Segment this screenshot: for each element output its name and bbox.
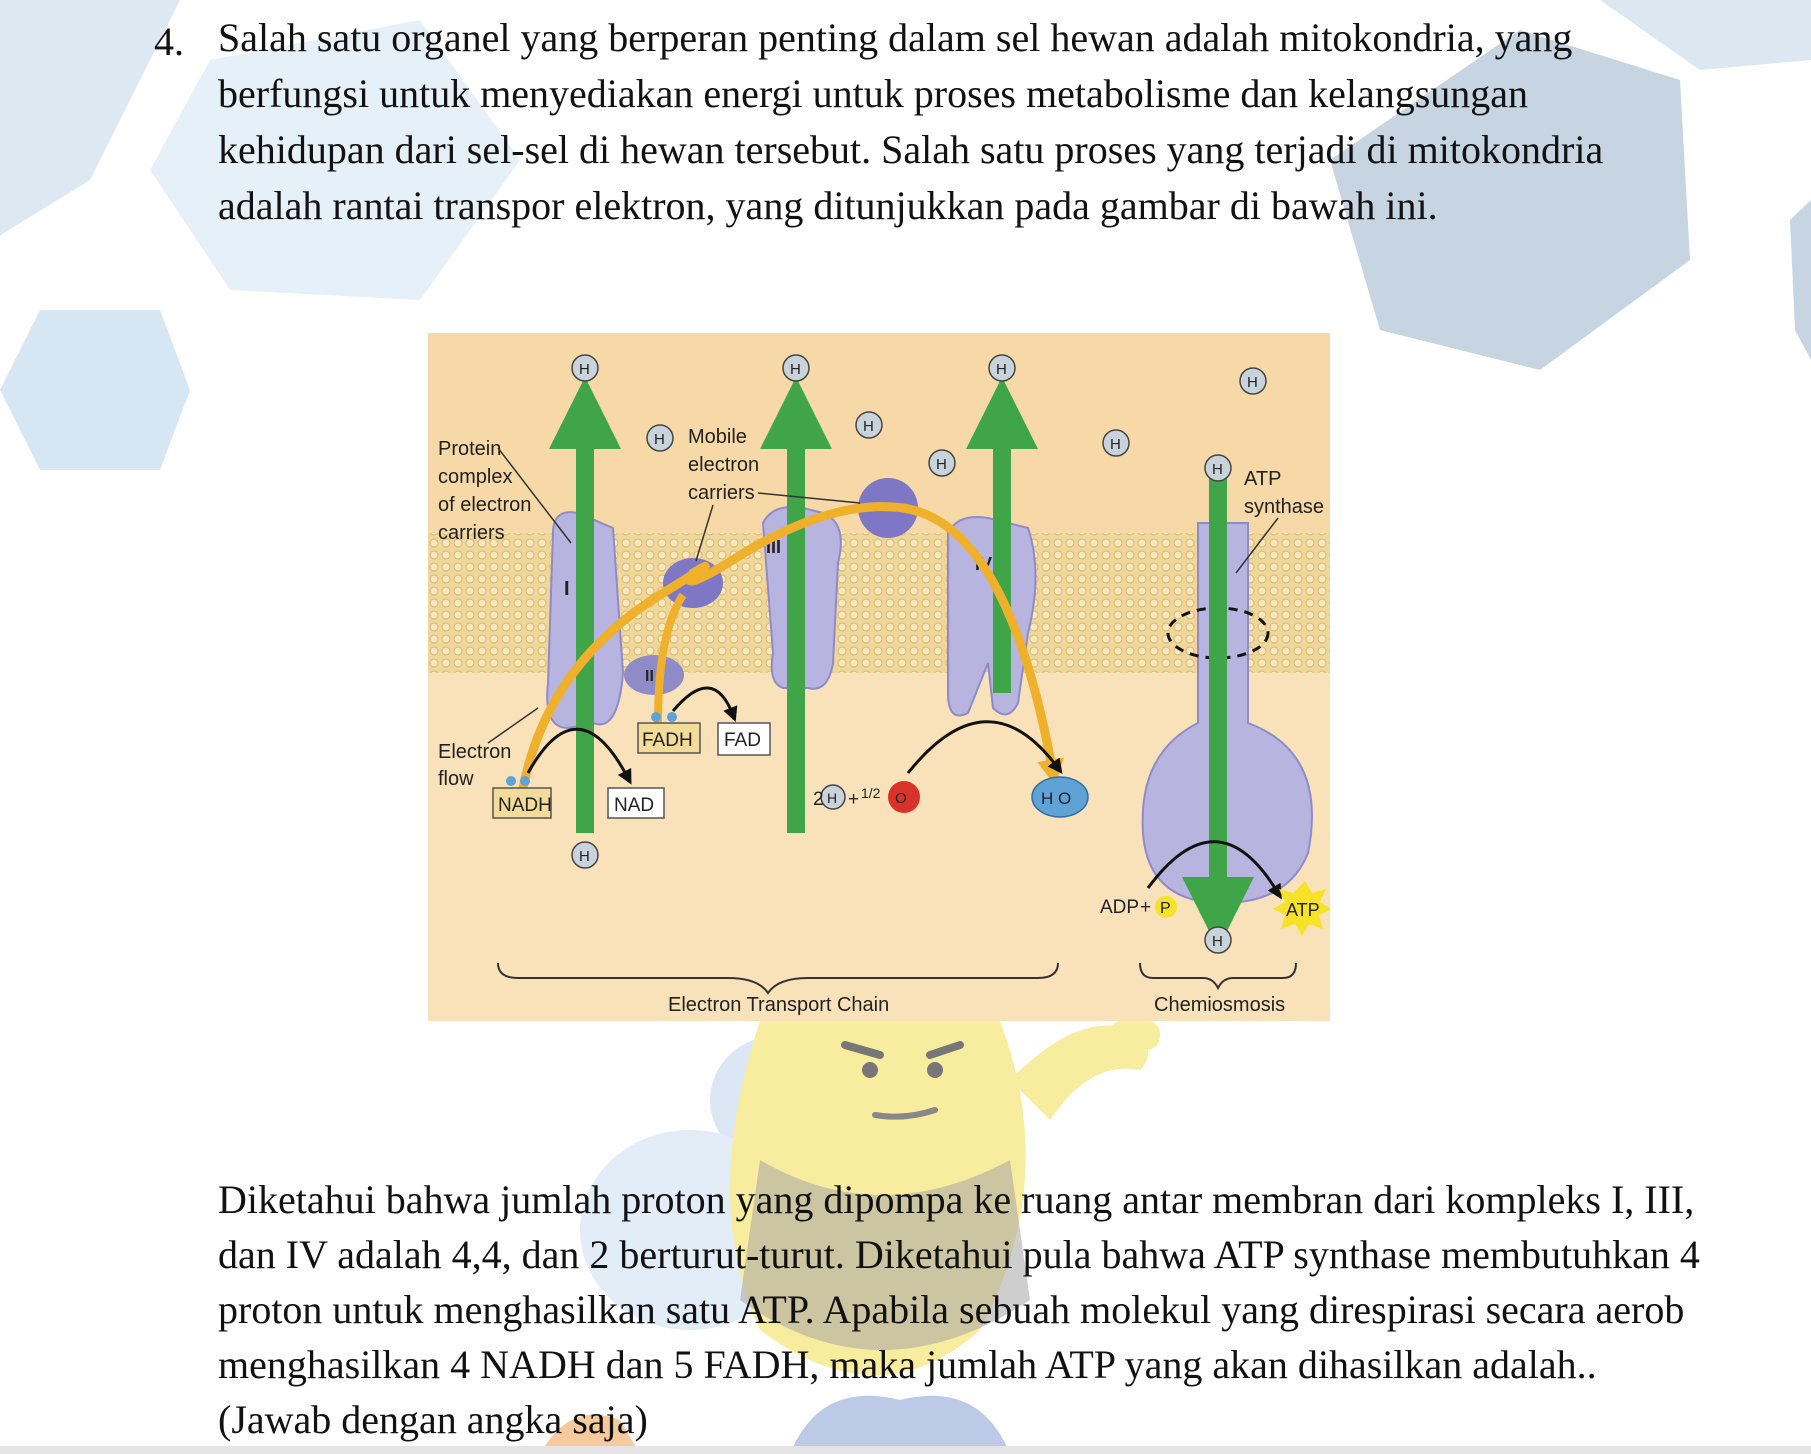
svg-text:Protein: Protein <box>438 438 501 460</box>
protein-complex-pointer <box>497 447 572 544</box>
nad-box: NAD <box>607 787 665 819</box>
adp-plus-p-label: ADP + P <box>1100 896 1177 918</box>
svg-text:2: 2 <box>813 789 824 810</box>
chemiosmosis-brace <box>1139 962 1297 991</box>
proton-icon-3: H <box>988 354 1016 382</box>
atp-synthase-pointer <box>1235 517 1279 574</box>
svg-text:H: H <box>790 361 801 378</box>
svg-text:H O: H O <box>1041 789 1071 808</box>
question-body: Diketahui bahwa jumlah proton yang dipom… <box>218 1177 1700 1442</box>
mobile-carriers-pointer-1 <box>695 504 714 562</box>
svg-text:H: H <box>863 418 874 435</box>
atp-burst-icon: ATP <box>1273 881 1330 936</box>
complex-ii-label: II <box>645 668 654 685</box>
question-intro: Salah satu organel yang berperan penting… <box>218 15 1604 228</box>
proton-icon-2: H <box>782 354 810 382</box>
electron-flow-path <box>518 502 1064 793</box>
svg-text:H: H <box>1247 374 1258 391</box>
svg-text:carriers: carriers <box>688 482 755 504</box>
proton-icon-8: H <box>1102 429 1130 457</box>
svg-text:+: + <box>1140 897 1151 918</box>
etc-brace <box>497 962 1059 995</box>
svg-text:complex: complex <box>438 466 512 488</box>
svg-text:P: P <box>1160 900 1171 917</box>
svg-text:carriers: carriers <box>438 522 505 544</box>
svg-text:flow: flow <box>438 768 474 790</box>
complex-ii <box>624 655 684 695</box>
svg-text:electron: electron <box>688 454 759 476</box>
svg-text:H: H <box>654 431 665 448</box>
svg-text:ATP: ATP <box>1244 468 1281 490</box>
fad-box: FAD <box>717 722 771 756</box>
water-icon: H O <box>1031 776 1089 818</box>
proton-icon-9: H <box>1204 454 1232 482</box>
proton-icon-10: H <box>571 841 599 869</box>
fadh2-reaction-arrow <box>671 686 738 722</box>
svg-text:+: + <box>848 789 859 810</box>
svg-text:H: H <box>1212 461 1223 478</box>
svg-text:ATP: ATP <box>1286 900 1320 920</box>
svg-text:H: H <box>936 456 947 473</box>
nadh-box: NADH <box>492 776 552 819</box>
svg-text:H: H <box>579 361 590 378</box>
question-number: 4. <box>154 19 184 64</box>
svg-text:FAD: FAD <box>724 730 761 751</box>
bee-mascot-icon <box>540 1020 1160 1454</box>
etc-label: Electron Transport Chain <box>668 994 889 1016</box>
proton-icon-11: H <box>1204 926 1232 954</box>
svg-text:NAD: NAD <box>614 795 654 816</box>
oxygen-icon <box>888 781 920 813</box>
atp-reaction-arrow <box>1146 840 1282 900</box>
fadh2-box: FADH <box>637 712 701 754</box>
svg-text:H: H <box>827 790 837 806</box>
electron-flow-pointer <box>487 707 539 744</box>
complex-i-label: I <box>564 578 570 600</box>
mobile-carriers-label: Mobile electron carriers <box>688 426 759 504</box>
svg-text:FADH: FADH <box>642 730 693 751</box>
svg-text:NADH: NADH <box>498 795 552 816</box>
proton-icon-6: H <box>855 411 883 439</box>
chemiosmosis-label: Chemiosmosis <box>1154 994 1285 1016</box>
svg-text:Electron: Electron <box>438 741 511 763</box>
atp-synthase-label: ATP synthase <box>1244 468 1324 518</box>
svg-text:Mobile: Mobile <box>688 426 747 448</box>
electron-flow-label: Electron flow <box>438 741 511 790</box>
svg-text:synthase: synthase <box>1244 496 1324 518</box>
electron-transport-chain-diagram: I II III IV H H H H H H H H H H H H Prot… <box>428 333 1330 1021</box>
oxygen-reaction-arrow <box>906 720 1063 775</box>
proton-icon-4: H <box>1239 367 1267 395</box>
svg-text:O: O <box>895 790 907 807</box>
svg-text:H: H <box>1110 436 1121 453</box>
svg-text:ADP: ADP <box>1100 897 1139 918</box>
proton-icon-5: H <box>646 424 674 452</box>
svg-text:of electron: of electron <box>438 494 531 516</box>
mobile-carriers-pointer-2 <box>757 492 861 504</box>
svg-text:H: H <box>996 361 1007 378</box>
proton-icon-12: H <box>820 784 846 810</box>
proton-icon-1: H <box>571 354 599 382</box>
oxygen-reaction: 2 + 1/2 O <box>813 781 920 813</box>
nadh-reaction-arrow <box>526 727 632 785</box>
proton-icon-7: H <box>928 449 956 477</box>
complex-iv <box>947 516 1037 717</box>
svg-text:H: H <box>579 848 590 865</box>
svg-text:H: H <box>1212 933 1223 950</box>
protein-complex-label: Protein complex of electron carriers <box>438 438 531 544</box>
svg-text:1/2: 1/2 <box>861 785 881 801</box>
electron-flow-path-fadh2 <box>654 592 687 724</box>
